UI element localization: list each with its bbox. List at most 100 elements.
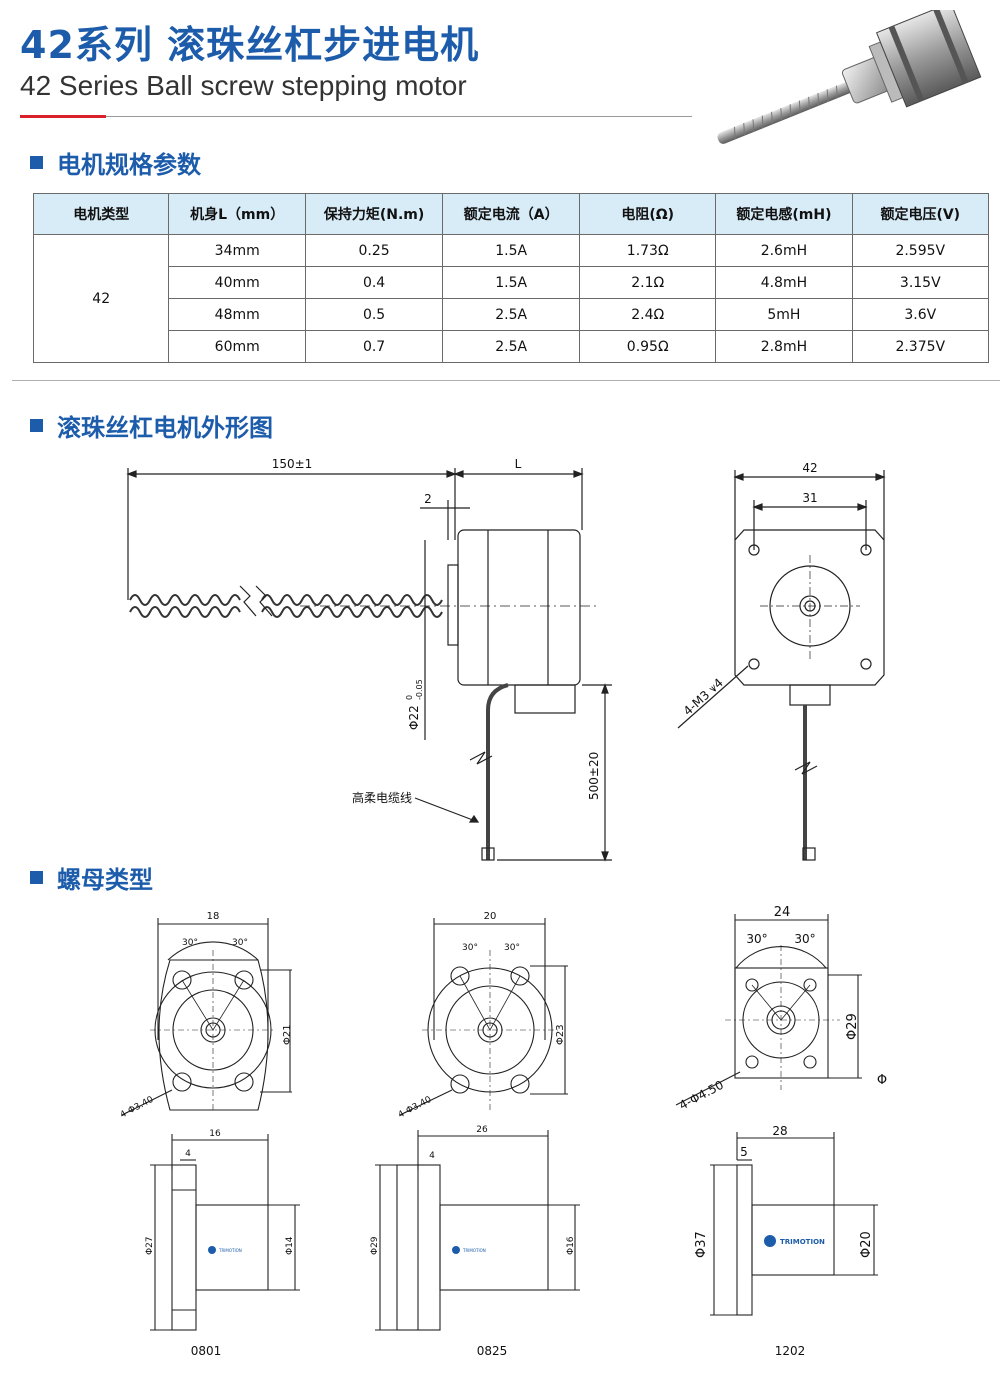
nut-1202-body: Φ20 bbox=[859, 1231, 874, 1258]
table-cell: 60mm bbox=[168, 330, 306, 363]
title-accent-bar bbox=[20, 115, 106, 118]
nut-1202-pcd: Φ29 bbox=[845, 1013, 860, 1040]
nut-1202-code: 1202 bbox=[775, 1344, 806, 1358]
nut-0801-len: 16 bbox=[209, 1129, 221, 1139]
section-title-outline: 滚珠丝杠电机外形图 bbox=[30, 408, 273, 443]
nut-1202-od: Φ37 bbox=[694, 1231, 709, 1258]
col-header: 电阻(Ω) bbox=[579, 193, 717, 235]
brand-logo: TRIMOTION bbox=[764, 1235, 825, 1247]
table-cell: 0.5 bbox=[304, 298, 444, 331]
brand-logo: TRIMOTION bbox=[452, 1246, 486, 1254]
brand-logo: TRIMOTION bbox=[208, 1246, 242, 1254]
table-cell: 1.5A bbox=[442, 266, 581, 299]
nut-0801-body: Φ14 bbox=[285, 1236, 295, 1255]
section-title-spec: 电机规格参数 bbox=[30, 145, 201, 180]
motor-type-cell: 42 bbox=[32, 234, 170, 363]
nut-0801-pcd: Φ21 bbox=[282, 1024, 293, 1045]
spec-table: 电机类型 机身L（mm） 保持力矩(N.m) 额定电流（A） 电阻(Ω) 额定电… bbox=[32, 193, 990, 363]
nut-1202-angle2: 30° bbox=[794, 932, 815, 946]
table-cell: 40mm bbox=[168, 266, 306, 299]
table-cell: 3.6V bbox=[851, 298, 990, 331]
cable-label: 高柔电缆线 bbox=[352, 790, 412, 805]
table-cell: 48mm bbox=[168, 298, 306, 331]
section-title-nut: 螺母类型 bbox=[30, 860, 153, 895]
nut-0825-code: 0825 bbox=[477, 1344, 508, 1358]
nut-1202-angle1: 30° bbox=[746, 932, 767, 946]
dim-front-hole: 31 bbox=[802, 491, 817, 505]
nut-0825-body: Φ16 bbox=[566, 1236, 576, 1255]
table-cell: 0.7 bbox=[304, 330, 444, 363]
nut-0825-angle1: 30° bbox=[462, 943, 478, 953]
dim-2: 2 bbox=[424, 492, 432, 506]
nut-0825-len: 26 bbox=[476, 1125, 488, 1135]
nut-0801-flange: 4 bbox=[185, 1149, 191, 1159]
section-divider bbox=[12, 380, 1000, 381]
col-header: 额定电感(mH) bbox=[715, 193, 853, 235]
col-header: 机身L（mm） bbox=[168, 193, 306, 235]
section-bullet bbox=[30, 871, 43, 884]
nut-1202-flange: 5 bbox=[740, 1145, 748, 1159]
page-subtitle: 42 Series Ball screw stepping motor bbox=[20, 70, 467, 101]
table-cell: 2.375V bbox=[851, 330, 990, 363]
motor-outline-drawing: 150±1 L 2 Φ22 0 -0.05 高柔电缆线 500±20 42 31… bbox=[126, 457, 886, 862]
title-divider bbox=[20, 116, 692, 117]
nut-0825-holes: 4-Φ3.40 bbox=[397, 1095, 434, 1121]
table-cell: 1.73Ω bbox=[579, 234, 717, 267]
col-header: 保持力矩(N.m) bbox=[304, 193, 444, 235]
table-cell: 2.5A bbox=[442, 298, 581, 331]
table-row: 42 34mm 0.25 1.5A 1.73Ω 2.6mH 2.595V bbox=[32, 234, 990, 363]
table-row: 60mm 0.7 2.5A 0.95Ω 2.8mH 2.375V bbox=[34, 330, 990, 363]
brand-logo-text: TRIMOTION bbox=[780, 1238, 825, 1246]
nut-1202-width: 24 bbox=[774, 905, 791, 920]
dim-tol-upper: 0 bbox=[405, 695, 414, 700]
table-header-row: 电机类型 机身L（mm） 保持力矩(N.m) 额定电流（A） 电阻(Ω) 额定电… bbox=[32, 193, 990, 235]
nut-0825-flange: 4 bbox=[429, 1151, 435, 1161]
table-cell: 5mH bbox=[715, 298, 853, 331]
col-header: 额定电流（A） bbox=[442, 193, 581, 235]
nut-0801-angle1: 30° bbox=[182, 938, 198, 948]
nut-0825-width: 20 bbox=[484, 911, 497, 922]
table-cell: 0.4 bbox=[304, 266, 444, 299]
nut-0825-pcd: Φ23 bbox=[555, 1024, 566, 1045]
dim-length: 150±1 bbox=[272, 457, 313, 471]
nut-0801-width: 18 bbox=[207, 911, 220, 922]
nut-0801-angle2: 30° bbox=[232, 938, 248, 948]
table-cell: 3.15V bbox=[851, 266, 990, 299]
table-cell: 2.6mH bbox=[715, 234, 853, 267]
table-cell: 4.8mH bbox=[715, 266, 853, 299]
brand-logo-text: TRIMOTION bbox=[462, 1248, 486, 1253]
col-header: 电机类型 bbox=[32, 193, 170, 235]
section-title-spec-label: 电机规格参数 bbox=[57, 151, 201, 179]
table-cell: 2.8mH bbox=[715, 330, 853, 363]
table-cell: 0.25 bbox=[304, 234, 444, 267]
table-cell: 0.95Ω bbox=[579, 330, 717, 363]
dim-screw-spec: 4-M3 ⩛4 bbox=[681, 676, 726, 719]
table-row: 40mm 0.4 1.5A 2.1Ω 4.8mH 3.15V bbox=[34, 266, 990, 299]
section-bullet bbox=[30, 156, 43, 169]
table-cell: 1.5A bbox=[442, 234, 581, 267]
nut-0801-holes: 4-Φ3.40 bbox=[119, 1095, 156, 1121]
nut-1202-len: 28 bbox=[772, 1124, 787, 1138]
table-row: 48mm 0.5 2.5A 2.4Ω 5mH 3.6V bbox=[34, 298, 990, 331]
section-title-nut-label: 螺母类型 bbox=[57, 866, 153, 894]
nut-0801-od: Φ27 bbox=[145, 1236, 155, 1255]
section-title-outline-label: 滚珠丝杠电机外形图 bbox=[57, 414, 273, 442]
dim-front-width: 42 bbox=[802, 461, 817, 475]
nut-drawings: 18 30° 30° Φ21 4-Φ3.40 16 4 Φ27 Φ14 0801… bbox=[119, 905, 887, 1358]
table-cell: 2.4Ω bbox=[579, 298, 717, 331]
dim-L: L bbox=[515, 457, 522, 471]
section-bullet bbox=[30, 419, 43, 432]
table-cell: 34mm bbox=[168, 234, 306, 267]
nut-0801-code: 0801 bbox=[191, 1344, 222, 1358]
dim-cable-length: 500±20 bbox=[587, 752, 601, 800]
nut-0825-angle2: 30° bbox=[504, 943, 520, 953]
table-cell: 2.5A bbox=[442, 330, 581, 363]
table-cell: 2.595V bbox=[851, 234, 990, 267]
table-cell: 2.1Ω bbox=[579, 266, 717, 299]
nut-1202-holes: 4-Φ4.50 bbox=[677, 1078, 726, 1113]
col-header: 额定电压(V) bbox=[851, 193, 990, 235]
brand-logo-text: TRIMOTION bbox=[218, 1248, 242, 1253]
dim-phi22: Φ22 bbox=[407, 705, 421, 730]
page-title: 42系列 滚珠丝杠步进电机 bbox=[20, 23, 480, 67]
nut-0825-od: Φ29 bbox=[370, 1236, 380, 1255]
